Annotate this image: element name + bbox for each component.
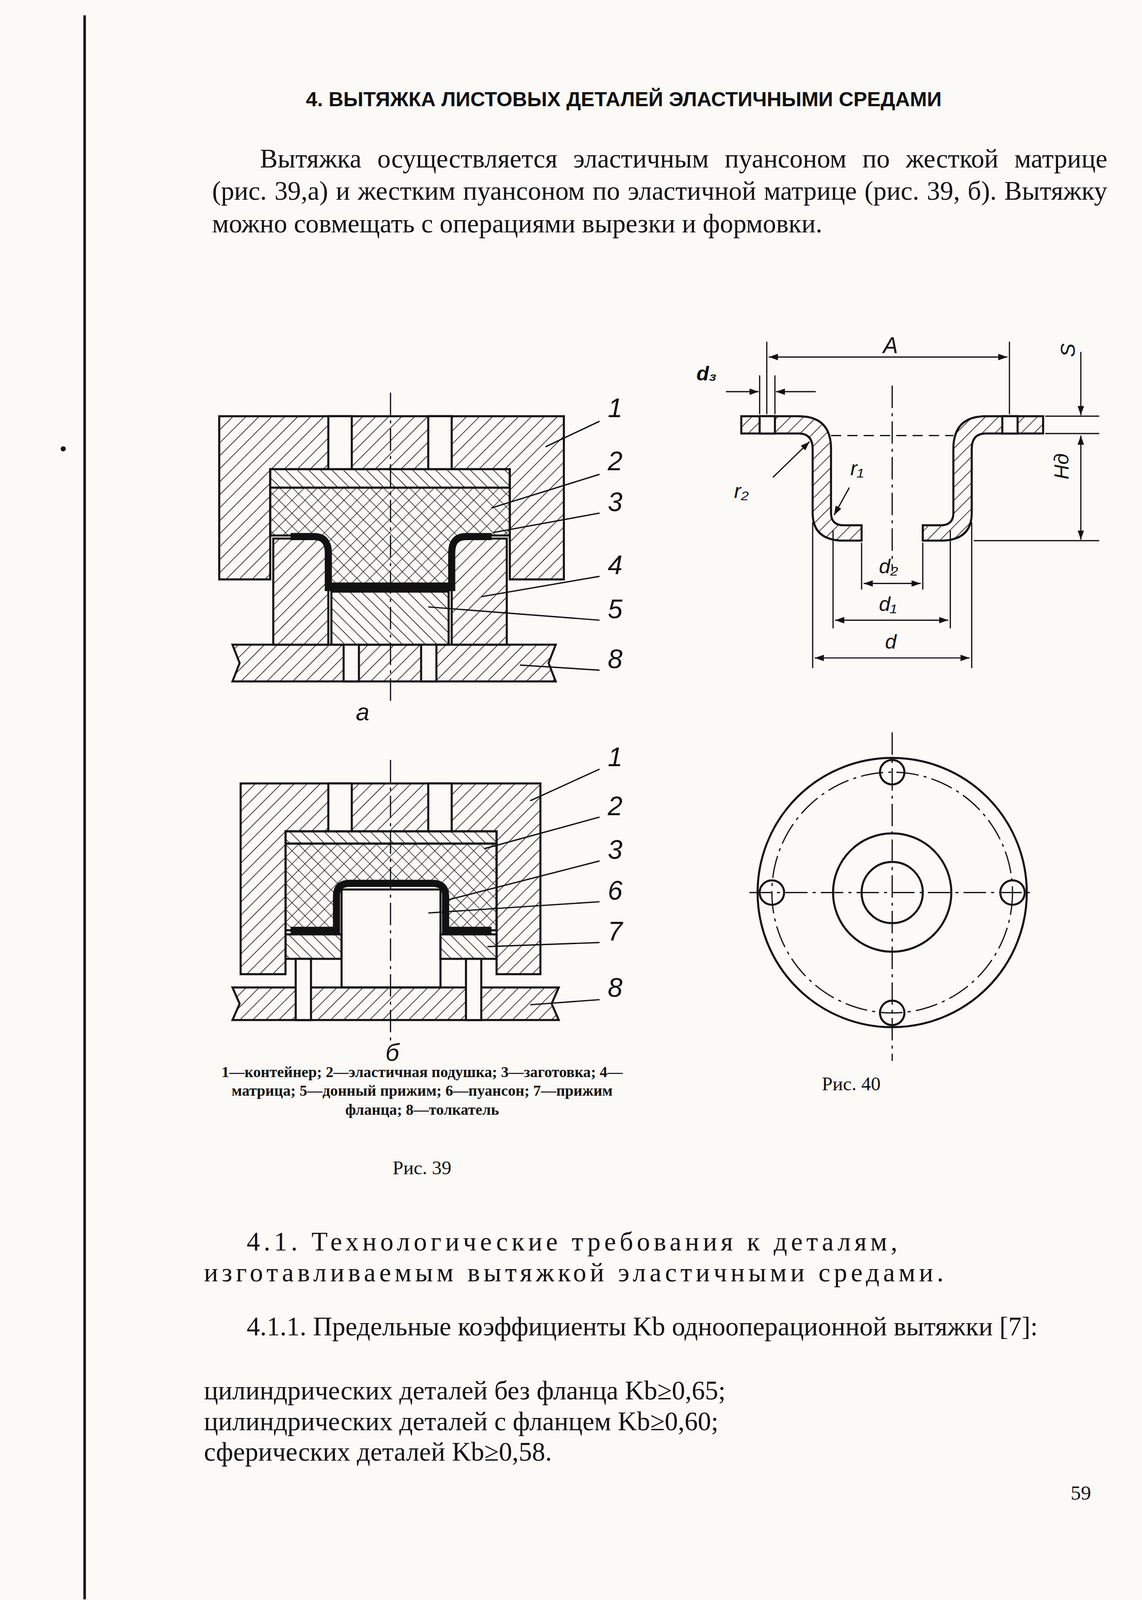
dimension-label: S bbox=[1056, 343, 1080, 358]
callout-number: 3 bbox=[607, 487, 623, 518]
callout-number: 1 bbox=[607, 393, 623, 424]
figure-caption: Рис. 39 bbox=[392, 1156, 452, 1179]
body-paragraph: Вытяжка осуществляется эластичным пуансо… bbox=[211, 142, 1108, 242]
callout-number: 2 bbox=[607, 446, 623, 477]
callout-number: 8 bbox=[607, 644, 623, 675]
callout-number: 5 bbox=[607, 594, 623, 625]
subfigure-letter: а bbox=[355, 697, 370, 726]
callout-number: 7 bbox=[607, 916, 623, 947]
dimension-label: d bbox=[885, 630, 897, 654]
drawing-die-b bbox=[232, 759, 600, 1040]
body-line: цилиндрических деталей с фланцем Kb≥0,60… bbox=[203, 1406, 719, 1437]
body-paragraph: 4.1.1. Предельные коэффициенты Kb однооп… bbox=[203, 1311, 1107, 1342]
figure-legend: 1—контейнер; 2—эластичная подушка; 3—заг… bbox=[215, 1062, 628, 1119]
drawing-die-a bbox=[219, 392, 600, 704]
dimension-label: d₂ bbox=[878, 554, 898, 579]
dimension-label: Hд bbox=[1050, 453, 1074, 480]
part-plan bbox=[749, 732, 1035, 1061]
margin-rule bbox=[60, 15, 85, 1599]
callout-number: 6 bbox=[607, 875, 623, 907]
dimension-label: r₂ bbox=[734, 479, 749, 503]
figure-caption: Рис. 40 bbox=[821, 1072, 881, 1095]
body-line: цилиндрических деталей без фланца Kb≥0,6… bbox=[203, 1375, 726, 1407]
page-number: 59 bbox=[1070, 1480, 1092, 1505]
callout-number: 4 bbox=[607, 550, 623, 582]
dimension-label: d₁ bbox=[878, 592, 897, 617]
dimension-label: A bbox=[882, 332, 898, 359]
callout-number: 2 bbox=[607, 791, 623, 822]
subsection-heading: 4.1. Технологические требования к деталя… bbox=[203, 1226, 1107, 1288]
part-section bbox=[725, 341, 1100, 668]
section-heading: 4. ВЫТЯЖКА ЛИСТОВЫХ ДЕТАЛЕЙ ЭЛАСТИЧНЫМИ … bbox=[305, 87, 942, 112]
callout-number: 3 bbox=[607, 835, 623, 866]
callout-number: 1 bbox=[607, 742, 623, 773]
body-line: сферических деталей Kb≥0,58. bbox=[203, 1436, 552, 1467]
callout-number: 8 bbox=[607, 972, 623, 1004]
subfigure-letter: б bbox=[385, 1038, 399, 1067]
dimension-label: d₃ bbox=[696, 362, 717, 386]
dimension-label: r₁ bbox=[850, 456, 864, 481]
